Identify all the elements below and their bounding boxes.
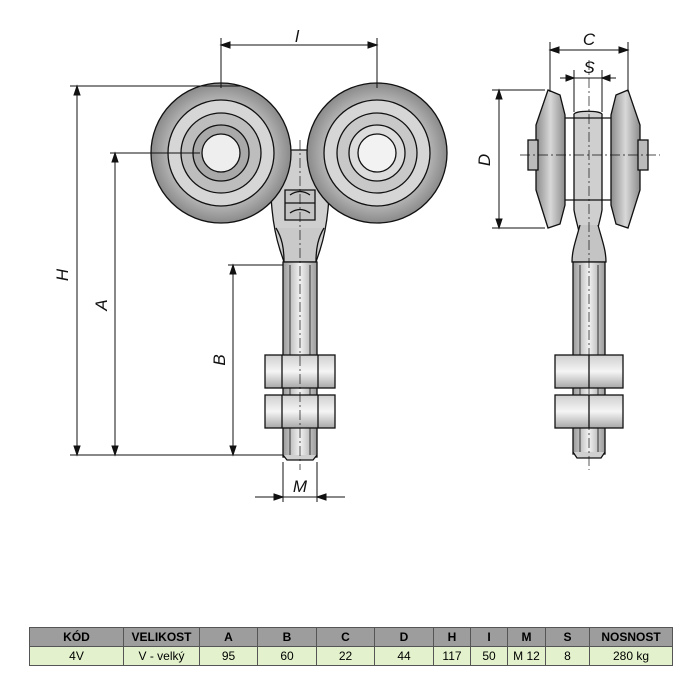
table-cell: 44: [374, 646, 434, 666]
side-dimensions: [492, 42, 660, 470]
header-cell: M: [507, 627, 546, 647]
right-wheel: [306, 82, 448, 224]
table-cell: 8: [545, 646, 590, 666]
side-wheel-left: [535, 89, 566, 229]
dim-label-H: H: [53, 268, 72, 281]
table-cell: V - velký: [123, 646, 200, 666]
spec-table: KÓD VELIKOST A B C D H I M S NOSNOST 4V …: [29, 627, 673, 666]
header-cell: VELIKOST: [123, 627, 200, 647]
dim-label-M: M: [293, 477, 308, 496]
dim-label-D: D: [475, 154, 494, 166]
side-wheel-right: [610, 89, 641, 229]
front-dimensions: [70, 38, 379, 502]
table-row: 4V V - velký 95 60 22 44 117 50 M 12 8 2…: [29, 646, 673, 666]
header-cell: D: [374, 627, 434, 647]
front-view: [150, 82, 448, 461]
dim-label-l: l: [295, 27, 300, 46]
dim-label-B: B: [210, 354, 229, 365]
table-cell: 4V: [29, 646, 124, 666]
header-cell: S: [545, 627, 590, 647]
table-cell: 50: [470, 646, 508, 666]
table-cell: M 12: [507, 646, 546, 666]
dim-label-C: C: [583, 30, 596, 49]
header-cell: I: [470, 627, 508, 647]
table-cell: 280 kg: [589, 646, 673, 666]
technical-drawing: l H A B M: [53, 27, 660, 502]
header-cell: H: [433, 627, 471, 647]
table-cell: 22: [316, 646, 375, 666]
header-cell: NOSNOST: [589, 627, 673, 647]
side-view: [527, 89, 649, 459]
table-header-row: KÓD VELIKOST A B C D H I M S NOSNOST: [29, 627, 673, 647]
table-cell: 117: [433, 646, 471, 666]
header-cell: A: [199, 627, 258, 647]
header-cell: KÓD: [29, 627, 124, 647]
table-cell: 60: [257, 646, 317, 666]
dim-label-S: S: [583, 58, 595, 77]
header-cell: B: [257, 627, 317, 647]
header-cell: C: [316, 627, 375, 647]
dim-label-A: A: [92, 299, 111, 311]
table-cell: 95: [199, 646, 258, 666]
